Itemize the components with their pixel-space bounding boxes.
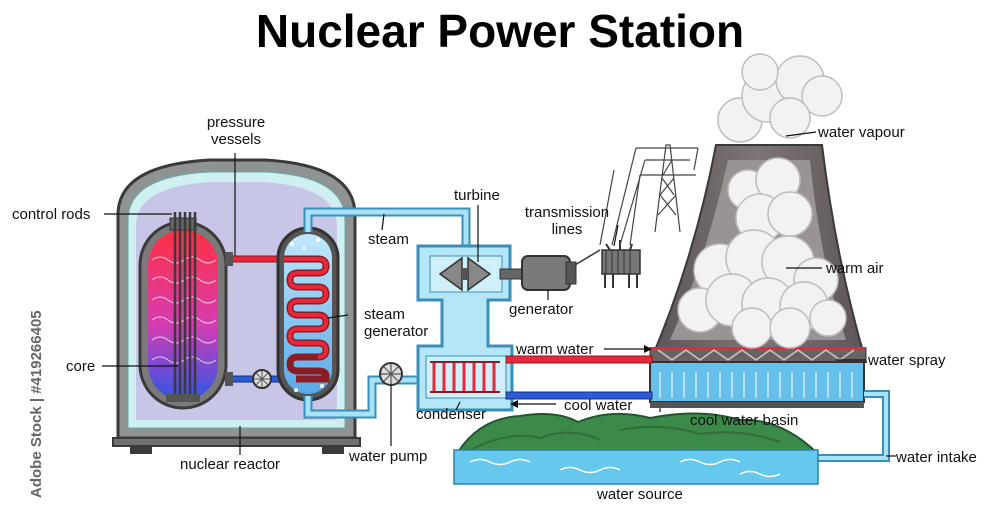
stock-id-text: Adobe Stock | #419266405 [28, 310, 45, 498]
landscape [453, 412, 819, 485]
label-transmission-lines: transmission lines [524, 204, 610, 238]
stock-watermark-id: Adobe Stock | #419266405 [0, 278, 45, 498]
flow-arrows [510, 345, 652, 408]
label-warm-water: warm water [516, 341, 594, 358]
label-cool-water: cool water [564, 397, 633, 414]
label-control-rods: control rods [12, 206, 91, 223]
generator [521, 249, 601, 291]
water-pump-icon [379, 362, 403, 386]
label-water-pump: water pump [349, 448, 428, 465]
label-water-source: water source [597, 486, 683, 503]
label-warm-air: warm air [826, 260, 884, 277]
pressure-vessel [138, 212, 228, 410]
label-core: core [66, 358, 96, 375]
label-nuclear-reactor: nuclear reactor [180, 456, 281, 473]
label-cool-water-basin: cool water basin [690, 412, 799, 429]
page-title: Nuclear Power Station [255, 5, 745, 57]
label-water-spray: water spray [868, 352, 946, 369]
turbine-housing [416, 244, 531, 412]
label-pressure-vessels: pressure vessels [206, 114, 266, 148]
label-condenser: condenser [416, 406, 487, 423]
label-turbine: turbine [454, 187, 500, 204]
leader-lines [102, 131, 896, 457]
reactor-pump [252, 369, 272, 389]
transformer [601, 240, 641, 288]
label-steam: steam [368, 231, 409, 248]
steam-generator [276, 226, 340, 402]
transmission-tower [599, 144, 699, 246]
steam-cloud [677, 53, 847, 349]
label-steam-generator: steam generator [364, 306, 429, 340]
label-generator: generator [509, 301, 574, 318]
label-water-intake: water intake [896, 449, 977, 466]
label-water-vapour: water vapour [818, 124, 905, 141]
